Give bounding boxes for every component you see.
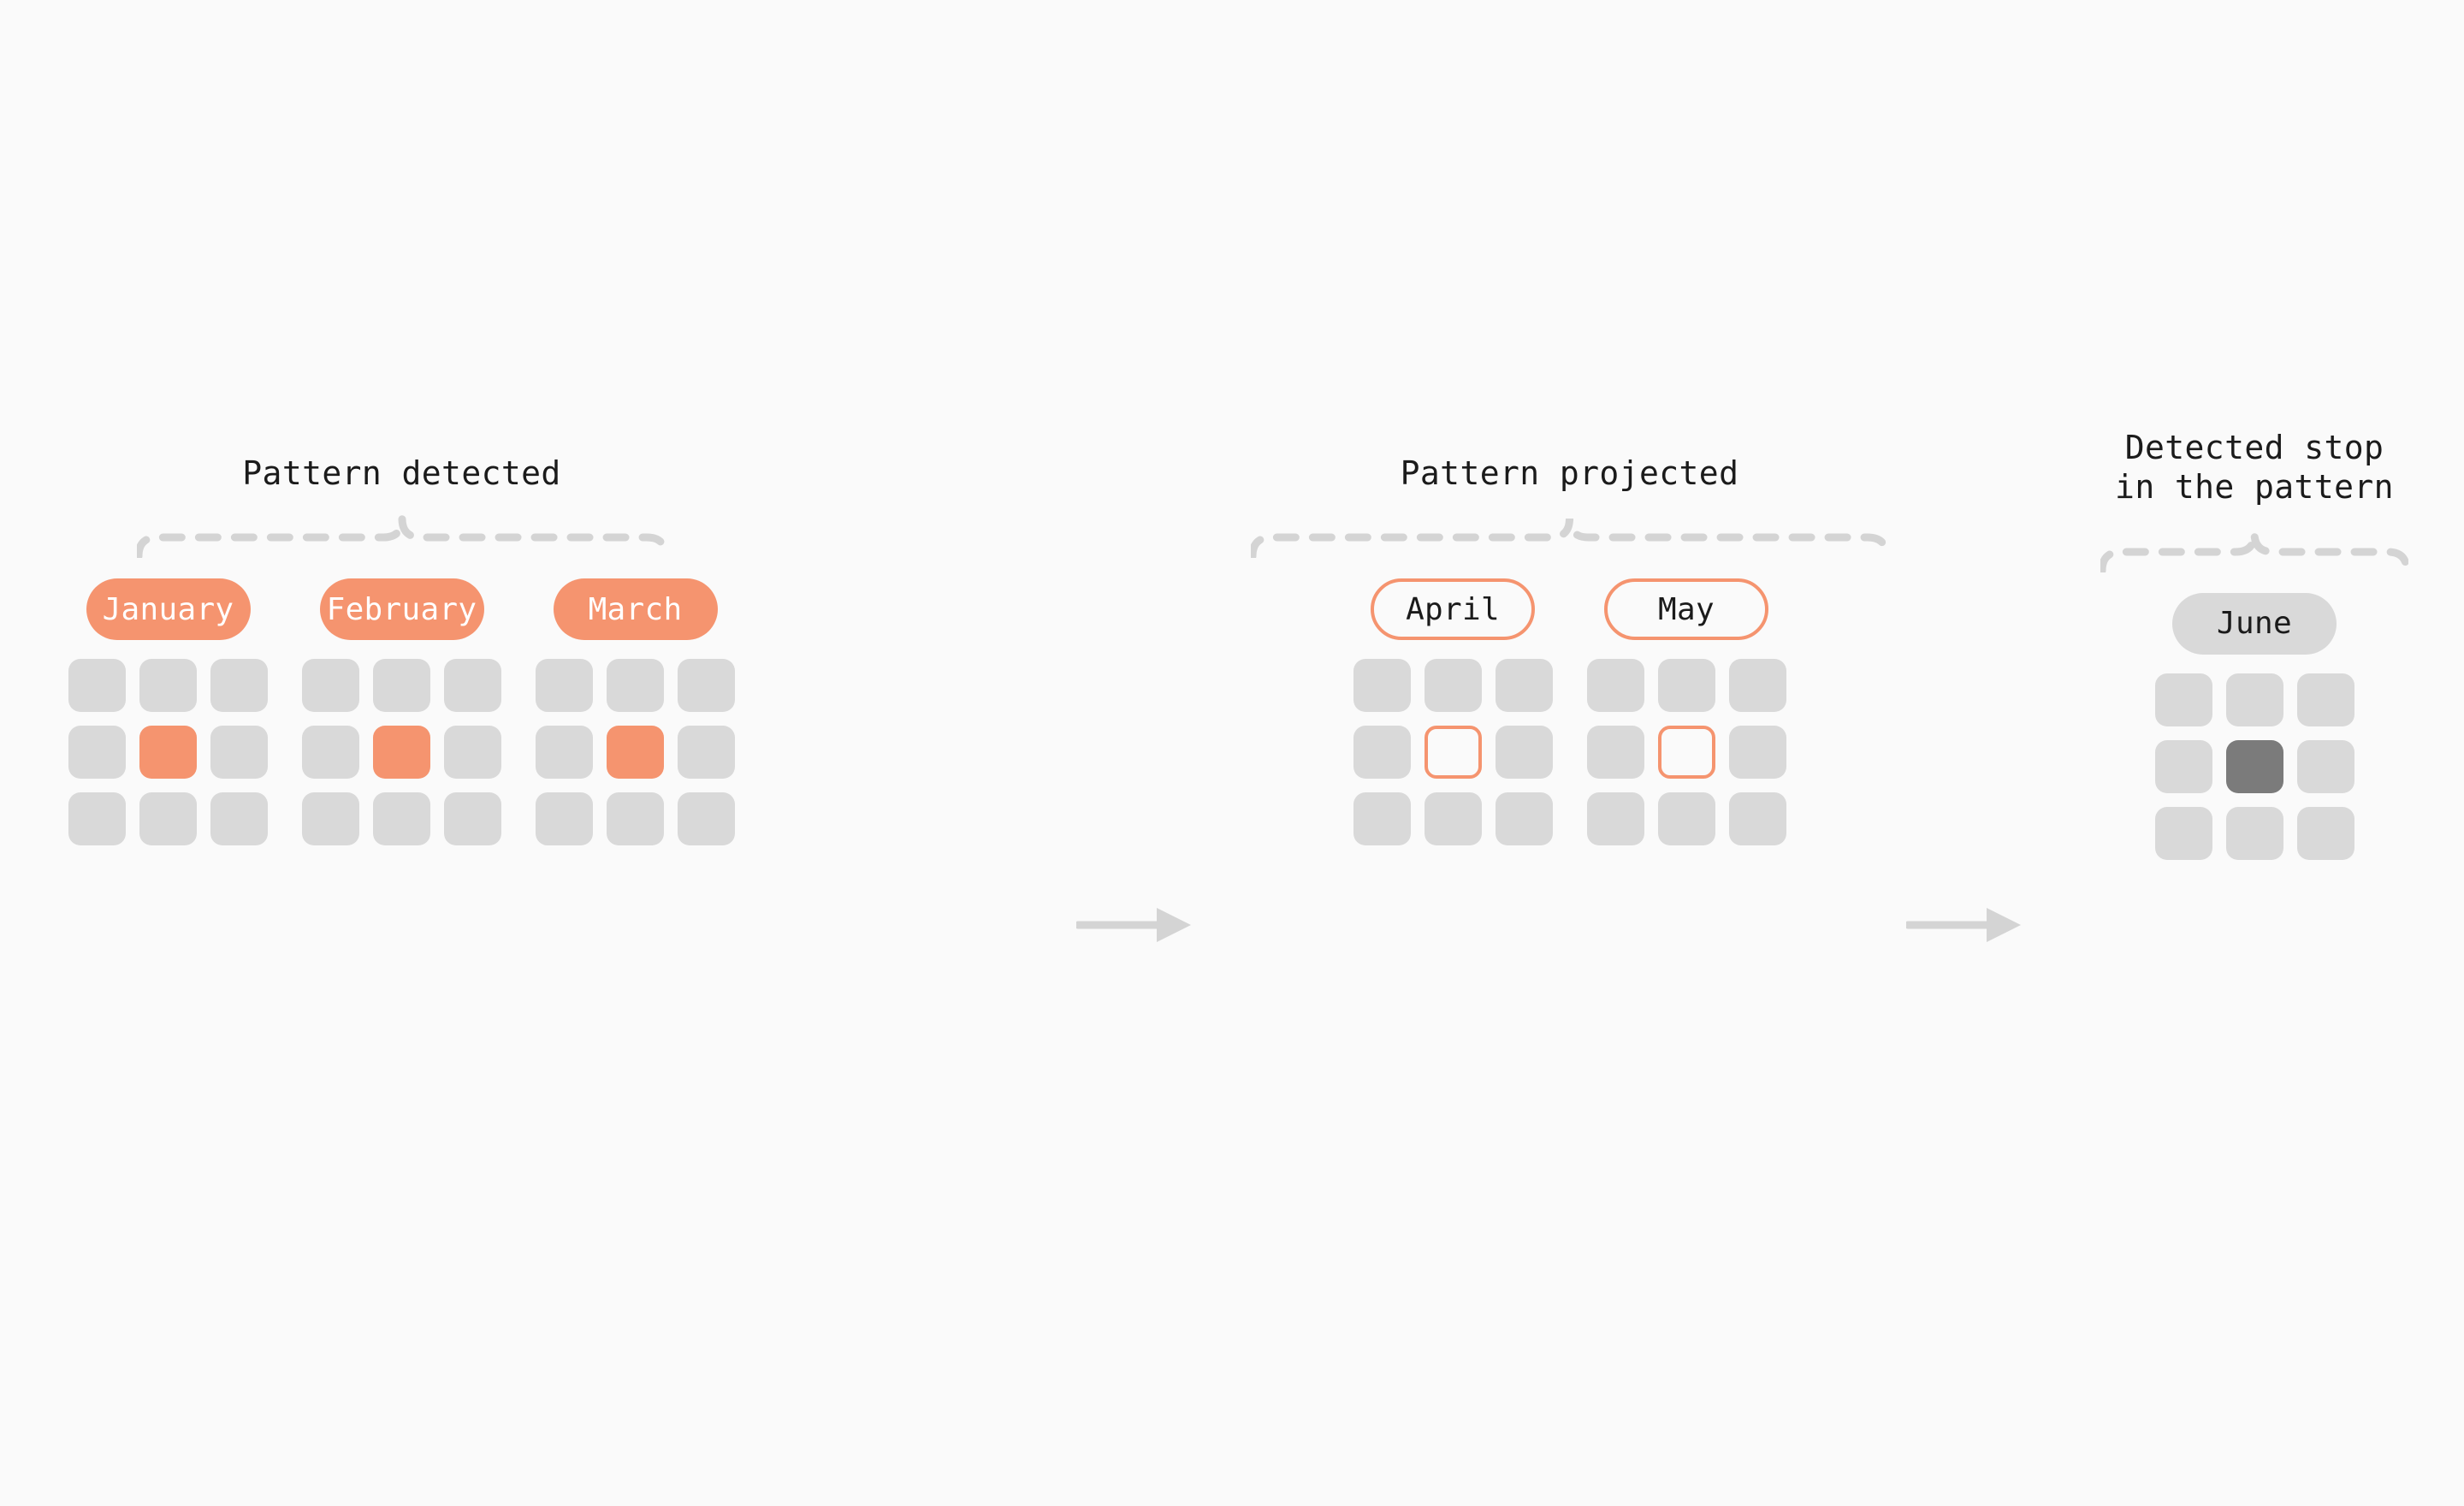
month-pill-march[interactable]: March (553, 578, 718, 641)
calendar-cell[interactable] (302, 659, 359, 713)
calendar-cell[interactable] (444, 792, 501, 846)
month-label: March (588, 591, 683, 627)
months-row-pattern-detected: January February March (68, 578, 735, 846)
calendar-grid-may (1586, 659, 1786, 846)
calendar-cell[interactable] (2154, 673, 2212, 726)
calendar-cell[interactable] (1657, 659, 1715, 713)
month-pill-february[interactable]: February (319, 578, 484, 641)
calendar-cell-highlight[interactable] (607, 726, 664, 780)
calendar-cell[interactable] (1353, 792, 1411, 846)
calendar-cell[interactable] (1495, 659, 1553, 713)
month-label: June (2217, 606, 2292, 642)
month-april: April (1353, 578, 1553, 846)
calendar-cell[interactable] (536, 726, 593, 780)
calendar-cell[interactable] (2154, 739, 2212, 793)
arrow-projected-to-stop (1904, 903, 2026, 951)
months-row-detected-stop: June (2154, 592, 2354, 860)
calendar-cell[interactable] (678, 726, 735, 780)
calendar-cell-ghost[interactable] (1424, 726, 1482, 780)
calendar-cell[interactable] (444, 726, 501, 780)
calendar-cell[interactable] (68, 726, 126, 780)
calendar-grid-june (2154, 673, 2354, 860)
bracket-pattern-projected (1248, 508, 1891, 561)
calendar-cell[interactable] (2296, 806, 2354, 860)
calendar-cell[interactable] (68, 659, 126, 713)
months-row-pattern-projected: April May (1353, 578, 1786, 846)
calendar-cell-highlight[interactable] (139, 726, 197, 780)
calendar-cell[interactable] (1586, 792, 1644, 846)
calendar-cell[interactable] (210, 792, 268, 846)
month-february: February (302, 578, 501, 846)
calendar-cell[interactable] (139, 792, 197, 846)
month-may: May (1586, 578, 1786, 846)
month-pill-june[interactable]: June (2172, 592, 2337, 655)
bracket-detected-stop (2098, 523, 2411, 576)
month-pill-may[interactable]: May (1604, 578, 1768, 641)
calendar-cell-stop[interactable] (2225, 739, 2283, 793)
calendar-cell[interactable] (444, 659, 501, 713)
month-january: January (68, 578, 268, 846)
calendar-grid-april (1353, 659, 1553, 846)
month-march: March (536, 578, 735, 846)
calendar-cell[interactable] (678, 792, 735, 846)
calendar-cell[interactable] (1495, 726, 1553, 780)
calendar-grid-january (68, 659, 268, 846)
calendar-cell[interactable] (302, 792, 359, 846)
arrow-detected-to-projected (1074, 903, 1196, 951)
month-pill-january[interactable]: January (86, 578, 251, 641)
month-june: June (2154, 592, 2354, 860)
calendar-cell[interactable] (2296, 739, 2354, 793)
calendar-cell[interactable] (2225, 806, 2283, 860)
month-label: April (1406, 591, 1500, 627)
group-caption-pattern-detected: Pattern detected (242, 454, 561, 492)
calendar-cell[interactable] (139, 659, 197, 713)
calendar-cell[interactable] (1728, 792, 1786, 846)
bracket-pattern-detected (134, 508, 669, 561)
calendar-cell-ghost[interactable] (1657, 726, 1715, 780)
month-label: May (1658, 591, 1715, 627)
month-label: February (326, 591, 477, 627)
calendar-cell[interactable] (2225, 673, 2283, 726)
calendar-cell[interactable] (2154, 806, 2212, 860)
calendar-cell[interactable] (678, 659, 735, 713)
group-caption-detected-stop: Detected stop in the pattern (2115, 429, 2394, 507)
calendar-cell[interactable] (1657, 792, 1715, 846)
calendar-cell[interactable] (373, 792, 430, 846)
month-pill-april[interactable]: April (1371, 578, 1535, 641)
calendar-cell[interactable] (1353, 726, 1411, 780)
calendar-cell[interactable] (607, 792, 664, 846)
calendar-cell[interactable] (68, 792, 126, 846)
calendar-cell[interactable] (1353, 659, 1411, 713)
calendar-grid-march (536, 659, 735, 846)
group-caption-pattern-projected: Pattern projected (1400, 454, 1739, 492)
month-label: January (102, 591, 234, 627)
calendar-cell[interactable] (1728, 659, 1786, 713)
calendar-cell[interactable] (373, 659, 430, 713)
calendar-cell[interactable] (1424, 659, 1482, 713)
calendar-cell[interactable] (1586, 726, 1644, 780)
calendar-cell[interactable] (1728, 726, 1786, 780)
calendar-cell[interactable] (536, 659, 593, 713)
calendar-cell[interactable] (302, 726, 359, 780)
calendar-cell[interactable] (2296, 673, 2354, 726)
calendar-cell[interactable] (536, 792, 593, 846)
calendar-cell[interactable] (210, 659, 268, 713)
calendar-cell-highlight[interactable] (373, 726, 430, 780)
calendar-cell[interactable] (1586, 659, 1644, 713)
calendar-cell[interactable] (1424, 792, 1482, 846)
calendar-cell[interactable] (607, 659, 664, 713)
calendar-grid-february (302, 659, 501, 846)
calendar-cell[interactable] (210, 726, 268, 780)
calendar-cell[interactable] (1495, 792, 1553, 846)
